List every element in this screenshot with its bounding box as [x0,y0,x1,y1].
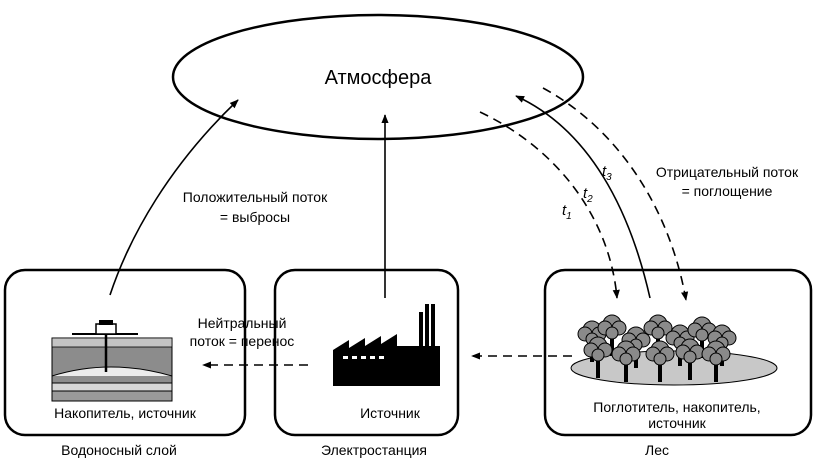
t2-label: t2 [583,185,593,205]
negative-flow-label-line2: = поглощение [682,183,773,199]
tree-icon [597,314,627,356]
forest-illustration [570,314,778,386]
tree-icon [707,324,737,366]
t3-flow-arrow [542,87,689,301]
tree-icon [583,336,613,378]
t1-label: t1 [562,202,572,222]
negative-flow-label-line1: Отрицательный поток [656,164,799,180]
power-plant-inner-label: Источник [360,405,421,421]
t1-flow-arrow [479,111,620,299]
t2-flow-arrow [515,95,651,299]
neutral-flow-label-line1: Нейтральный [198,315,287,331]
positive-flow-label-line1: Положительный поток [183,189,328,205]
tree-icon [701,340,731,382]
atmosphere-label: Атмосфера [325,67,433,89]
tree-icon [611,340,641,382]
positive-flow-label-line2: = выбросы [220,209,290,225]
t3-label: t3 [602,163,612,183]
power-plant-caption: Электростанция [321,442,427,458]
factory-icon [333,304,440,386]
aquifer-inner-label: Накопитель, источник [54,405,197,421]
tree-icon [675,338,705,380]
positive-flow-arrow [109,99,239,296]
tree-icon [645,340,675,382]
neutral-flow-label-line2: поток = перенос [190,333,295,349]
forest-inner-label-line2: источник [648,415,706,431]
forest-inner-label-line1: Поглотитель, накопитель, [593,399,760,415]
aquifer-caption: Водоносный слой [61,442,177,458]
aquifer-illustration [51,320,173,402]
forest-caption: Лес [645,442,669,458]
atmosphere-ellipse [171,13,585,141]
